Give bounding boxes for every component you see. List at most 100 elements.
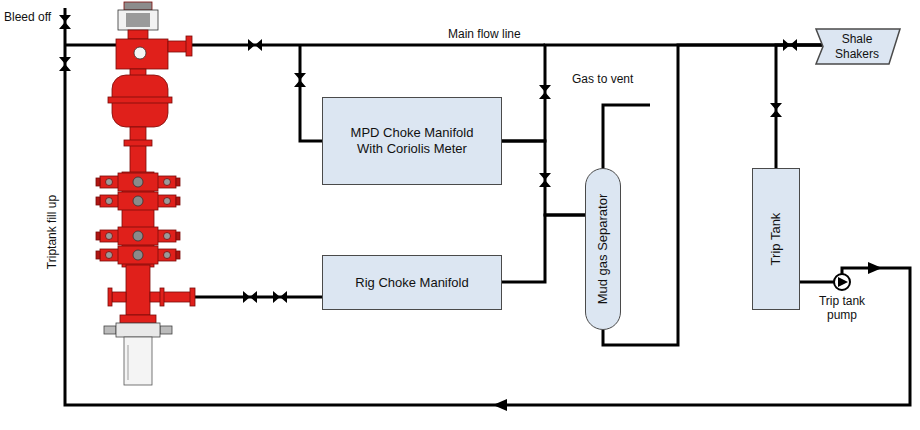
spool-outlet [168,41,188,52]
wellhead-valve [160,326,172,334]
drilling-spool [126,265,150,315]
pump-symbol [812,272,872,292]
box-label: Shale Shakers [827,32,887,61]
flow-spool [116,39,168,69]
ram-cap [96,178,100,186]
spool-outlet [112,292,126,302]
pipe-connector [800,281,834,284]
ram-indicator [106,198,113,205]
ram-indicator [164,233,171,240]
spool-flange [120,315,156,323]
pipe-connector [502,141,585,215]
ram-cap [176,197,180,205]
box-label: Rig Choke Manifold [355,275,468,291]
box-label: Trip Tank [768,213,784,266]
ram-preventer [96,192,180,210]
vent-line [603,105,650,168]
line-label: Main flow line [448,27,521,41]
box-label: Mud gas Separator [595,194,611,305]
ram-indicator [133,177,143,187]
pipe-lines [65,8,910,405]
pipe-connector [603,45,822,345]
outlet-flange [190,288,195,306]
ram-indicator [133,231,143,241]
ram-cap [176,251,180,259]
bop-stack [96,2,195,385]
ram-block [118,173,158,191]
ram-indicator [106,233,113,240]
ram-cap [96,251,100,259]
ram-indicator [133,250,143,260]
shakers-box: Shale Shakers [815,28,901,65]
bop-neck [128,30,148,39]
pump-casing [834,274,850,290]
ram-preventer [96,227,180,245]
trip-tank: Trip Tank [752,168,800,310]
ram-block [118,246,158,264]
flow-arrow [493,399,507,411]
valve-symbol [539,173,551,187]
ram-cap [176,178,180,186]
shakers-shape [816,29,900,64]
casing-pipe [124,337,152,385]
valve-symbol [770,103,782,117]
spool-window [134,47,146,59]
pump-symbol: Trip tank pump [812,272,872,312]
ram-block [118,192,158,210]
ram-indicator [164,179,171,186]
outlet-flange [108,288,112,306]
ram-indicator [164,252,171,259]
ram-bonnet [100,195,176,207]
valve-symbol [273,291,287,303]
ram-preventer [96,246,180,264]
ram-cap [96,197,100,205]
wellhead [116,323,160,337]
spool-flange [124,140,152,146]
valve-symbol [59,57,71,71]
annular-flange [108,97,172,103]
ram-preventer [96,173,180,191]
line-label: Bleed off [4,10,51,24]
ram-indicator [106,179,113,186]
box-label: MPD Choke Manifold With Coriolis Meter [342,125,482,156]
valve-symbol [59,15,71,29]
choke-manifold-box: MPD Choke Manifold With Coriolis Meter [322,97,502,185]
ram-bonnet [100,176,176,188]
spool-outlet [150,292,192,302]
rcd-core [126,13,150,27]
choke-manifold-box: Rig Choke Manifold [322,255,502,310]
valve-symbol [243,291,257,303]
line-label: Triptank fill up [45,195,59,269]
ram-indicator [106,252,113,259]
flow-arrow [868,262,882,274]
outlet-flange [186,36,192,56]
ram-block [118,227,158,245]
return-line [65,8,910,405]
valve-symbol [783,39,797,51]
ram-bonnet [100,249,176,261]
rcd-housing [118,10,158,30]
ram-indicator [133,196,143,206]
ram-cap [176,232,180,240]
pump-impeller [838,277,848,287]
pipe-connector [502,45,822,141]
valve-symbol [294,73,306,87]
pipe-connector [502,215,585,282]
pipe-connector [776,45,822,168]
separator-vessel: Mud gas Separator [585,168,621,330]
valve-symbol [248,39,262,51]
outlet-flange [160,288,164,306]
line-label: Gas to vent [572,72,633,86]
rig-choke-line [195,296,322,299]
valve-symbol [539,85,551,99]
box-label: Trip tank pump [812,294,872,323]
wellhead-valve [104,326,116,334]
bop-spool [130,127,146,173]
pipe-shading [127,345,129,380]
ram-indicator [164,198,171,205]
ram-cap [96,232,100,240]
rcd-cap [124,2,152,10]
